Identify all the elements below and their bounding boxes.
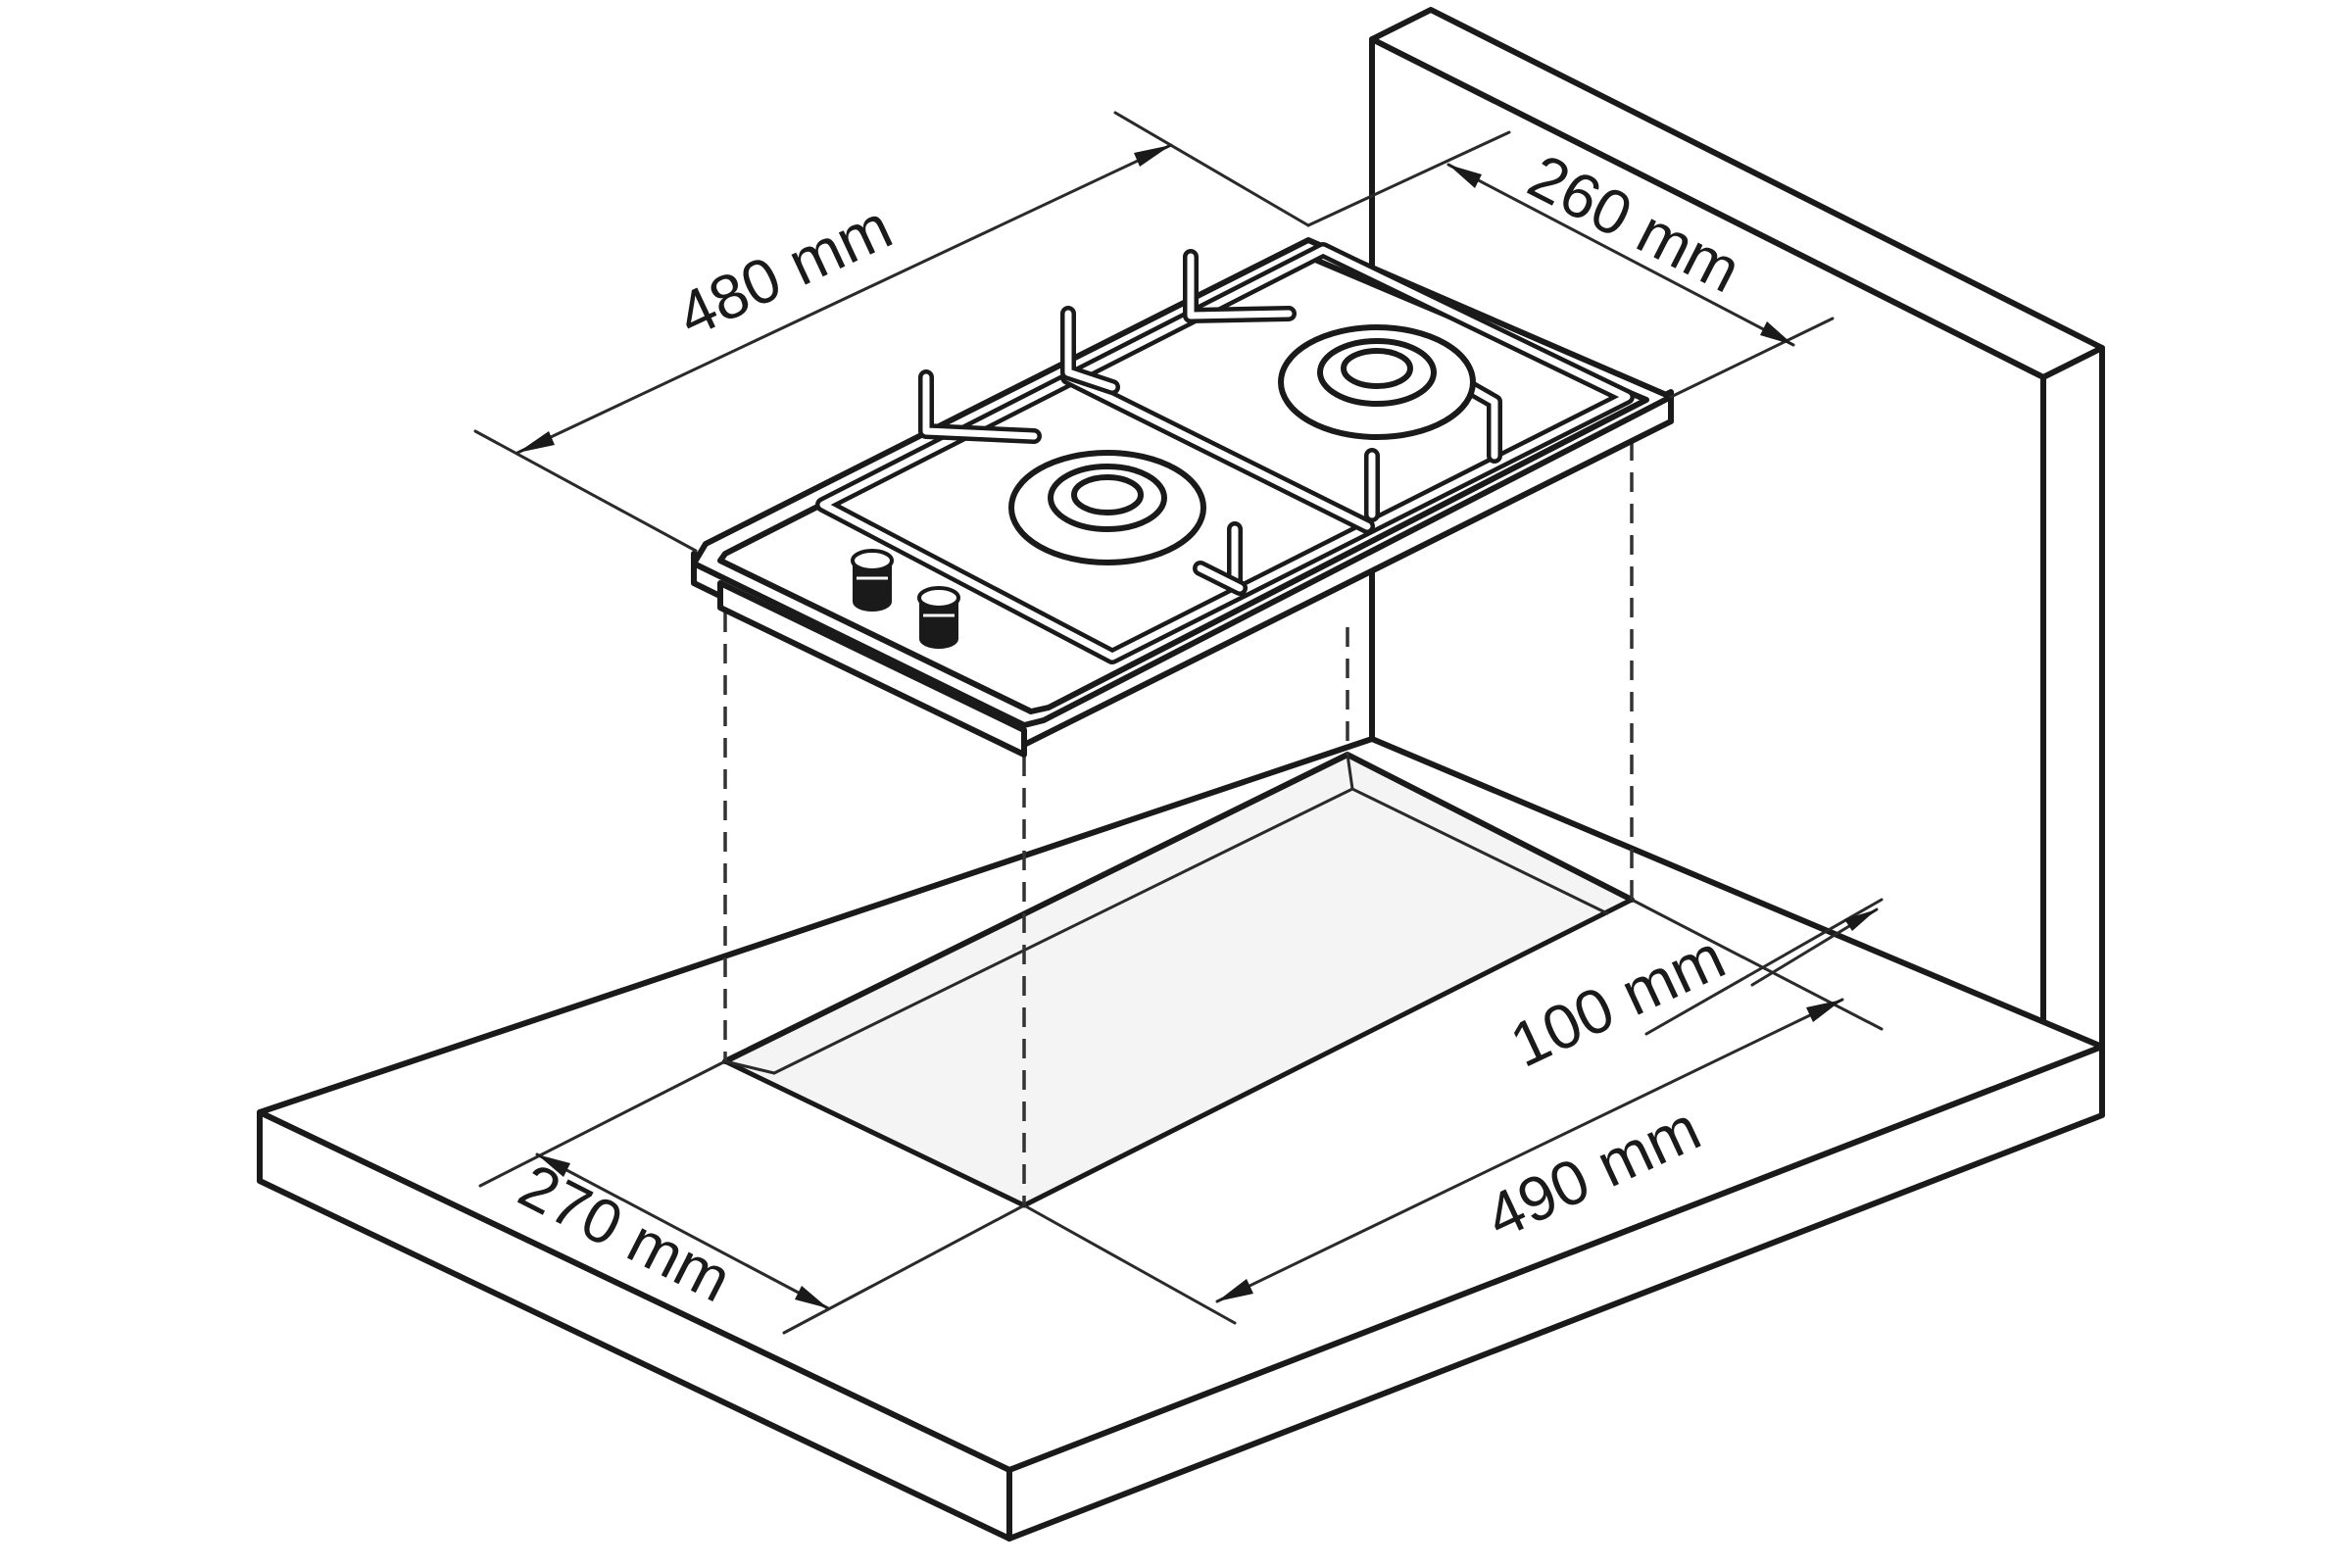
dim-hob-depth-ext-front: [1669, 317, 1835, 399]
projection-lines: [723, 441, 1634, 1205]
grate-frame-highlight: [819, 246, 1631, 661]
countertop: [257, 736, 2105, 1542]
control-knobs: [851, 549, 960, 649]
dim-hob-depth-line: [1446, 163, 1795, 347]
dim-hob-width-ext-right: [1113, 111, 1310, 227]
burner-front: [1008, 450, 1206, 565]
wall-side-face: [2040, 345, 2105, 1079]
dim-cutout-depth-arrow-back: [537, 1154, 570, 1177]
dim-hob-depth-ext-back: [1306, 130, 1511, 227]
grate-supports: [918, 249, 1502, 596]
burner-back-center: [1341, 348, 1413, 389]
dim-cutout-width-arrow-right: [1806, 1000, 1842, 1022]
dim-hob-depth-arrow-back: [1448, 165, 1482, 188]
dim-cutout-depth-line: [535, 1152, 830, 1310]
gas-hob: [691, 237, 1674, 758]
dim-wall-clearance-arrow: [1844, 909, 1877, 931]
dim-cutout-width-ext-front: [1022, 1203, 1237, 1325]
dim-hob-depth-arrow-front: [1760, 321, 1793, 345]
dim-cutout-width-arrow-left: [1217, 1279, 1253, 1301]
cutout-left-edge: [723, 1059, 776, 1075]
dim-cutout-depth-arrow-front: [795, 1286, 828, 1308]
dim-cutout-depth-ext-front: [782, 1203, 1026, 1335]
dim-hob-width-line: [515, 143, 1173, 455]
hob-underside: [717, 580, 1027, 758]
knob-right[interactable]: [917, 586, 960, 649]
cutout-corner-edge: [1346, 753, 1354, 791]
dim-hob-width-arrow-left: [517, 431, 555, 453]
countertop-side-face: [1006, 1044, 2105, 1542]
burner-front-center: [1071, 474, 1144, 515]
grate-divider-highlight: [1064, 373, 1371, 530]
dim-cutout-width-ext-right: [1630, 898, 1884, 1031]
knob-left[interactable]: [851, 549, 894, 612]
dim-hob-width-arrow-right: [1134, 145, 1171, 167]
dim-cutout-depth-ext-back: [478, 1059, 727, 1188]
dim-cutout-width-line: [1215, 998, 1844, 1303]
dim-hob-width-ext-left: [473, 429, 698, 553]
burner-back: [1278, 324, 1476, 440]
